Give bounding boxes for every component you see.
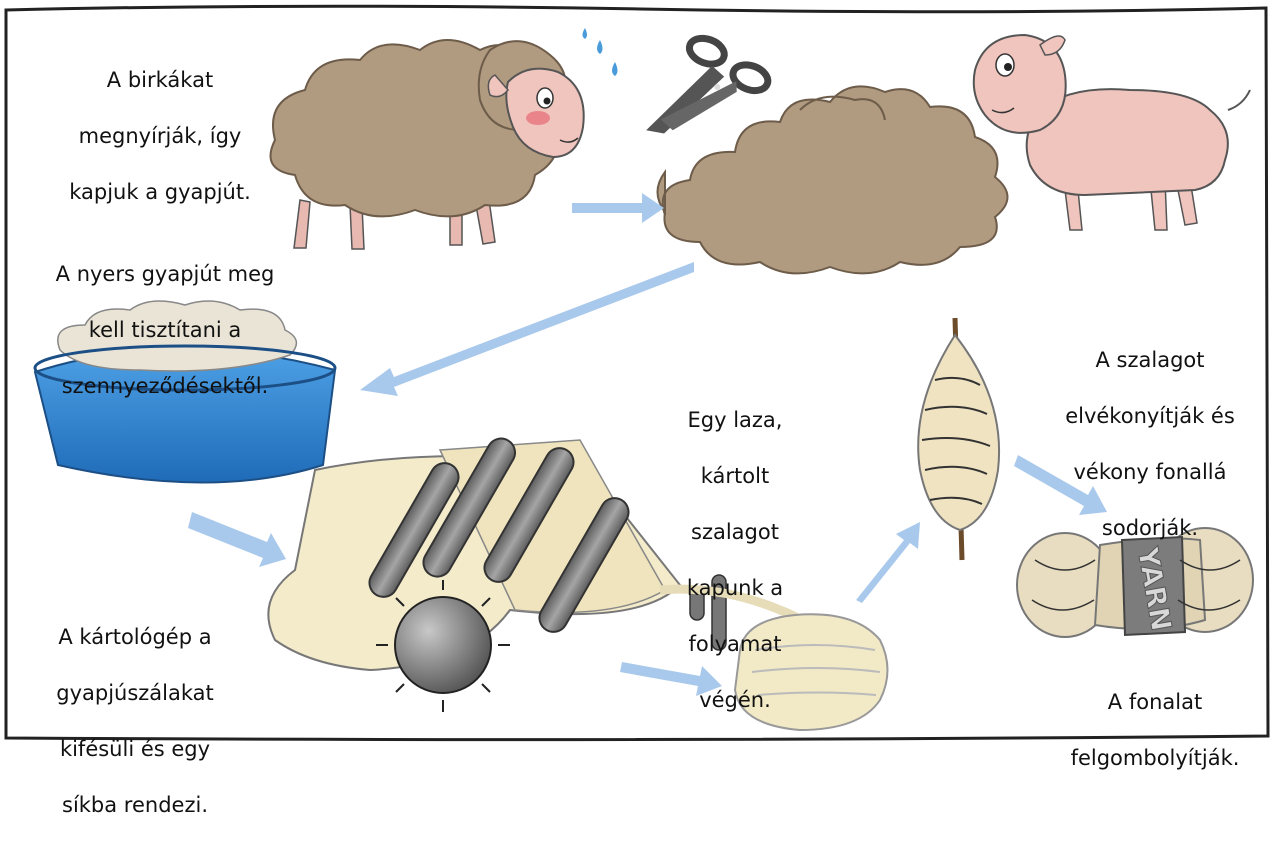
card-drum [395, 597, 491, 693]
spun-bobbin [918, 318, 999, 560]
arrow-fleece-to-basin [360, 262, 694, 396]
caption-spinning: A szalagot elvékonyítják és vékony fonal… [1040, 318, 1260, 570]
shorn-sheep [974, 35, 1250, 230]
arrow-sheep-to-fleece [572, 193, 664, 223]
wool-processing-diagram: YARN A birkákat megnyírják, így kapjuk a… [0, 0, 1274, 744]
arrow-coil-to-bobbin [856, 522, 920, 603]
caption-balling: A fonalat felgombolyítják. [1045, 660, 1265, 800]
caption-shearing: A birkákat megnyírják, így kapjuk a gyap… [40, 38, 280, 234]
caption-cleaning: A nyers gyapjút meg kell tisztítani a sz… [20, 232, 310, 428]
arrow-basin-to-card [188, 512, 286, 567]
caption-sliver: Egy laza, kártolt szalagot kapunk a foly… [660, 378, 810, 742]
caption-carding: A kártológép a gyapjúszálakat kifésüli é… [10, 595, 260, 847]
woolly-sheep [271, 28, 618, 249]
raw-fleece-pile [658, 86, 1008, 273]
